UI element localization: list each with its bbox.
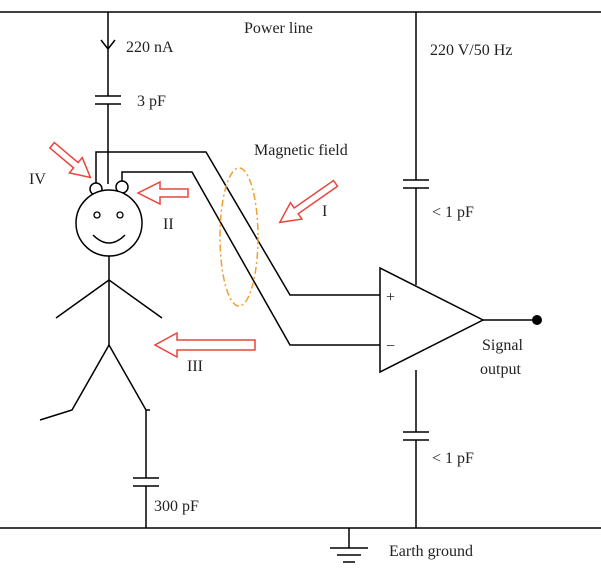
signal-output-label-line1: Signal (482, 337, 523, 354)
amplifier-plus-input: + (386, 289, 395, 306)
interference-arrow-i-icon (278, 179, 339, 224)
current-arrow-icon (100, 39, 116, 51)
figure-left-leg (39, 344, 110, 421)
magnetic-field-label: Magnetic field (254, 142, 348, 159)
capacitor-1pf-bottom-label: < 1 pF (432, 450, 474, 467)
output-terminal (532, 315, 542, 325)
interference-arrow-ii-icon (136, 180, 189, 206)
figure-left-arm (55, 279, 110, 319)
figure-smile (92, 234, 126, 244)
figure-head (75, 189, 143, 257)
interference-arrow-iv-icon (48, 141, 92, 179)
figure-right-leg (108, 344, 150, 411)
differential-amplifier (379, 266, 485, 374)
path-i-label: I (322, 203, 327, 220)
path-iii-label: III (187, 358, 203, 375)
power-line-label: Power line (244, 20, 313, 37)
earth-ground-icon (330, 547, 368, 563)
voltage-label: 220 V/50 Hz (430, 42, 512, 59)
figure-right-eye (116, 211, 124, 219)
earth-ground-label: Earth ground (389, 543, 473, 560)
path-iv-label: IV (29, 171, 46, 188)
current-label: 220 nA (126, 39, 174, 56)
magnetic-field-loop (219, 167, 259, 307)
electrode-wire-negative (121, 171, 380, 346)
electrode-wire-positive (95, 151, 380, 296)
signal-output-label-line2: output (480, 361, 521, 378)
path-ii-label: II (163, 216, 174, 233)
amplifier-minus-input: − (386, 338, 395, 355)
figure-left-eye (93, 211, 101, 219)
capacitor-1pf-top-label: < 1 pF (432, 204, 474, 221)
capacitor-3pf-label: 3 pF (137, 93, 166, 110)
capacitor-300pf-label: 300 pF (154, 498, 199, 515)
interference-arrow-iii-icon (153, 331, 256, 359)
figure-right-arm (108, 279, 163, 319)
